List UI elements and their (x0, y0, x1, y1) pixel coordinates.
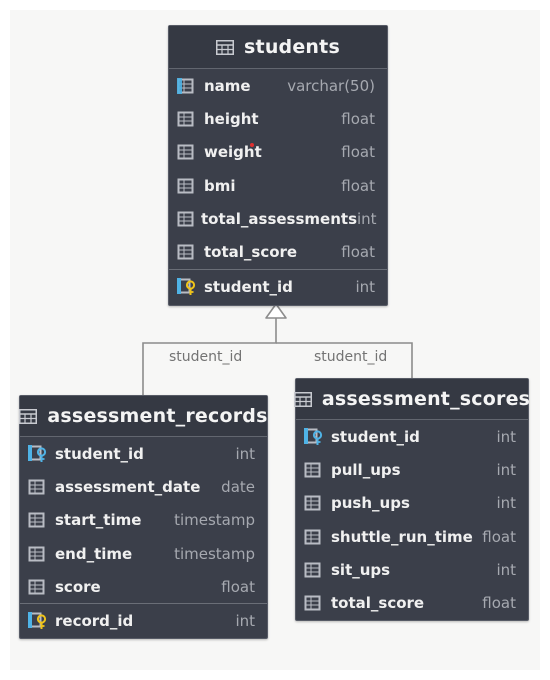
column-icon (304, 562, 324, 578)
column-type: timestamp (174, 511, 255, 530)
column-type: float (221, 577, 255, 596)
relation-line-scores-students[interactable] (276, 342, 413, 378)
relation-label-scores-students: student_id (311, 349, 391, 365)
column-row[interactable]: score float (20, 570, 267, 603)
column-icon (304, 495, 324, 511)
column-row[interactable]: student_id int (20, 437, 267, 470)
column-name: student_id (204, 277, 293, 296)
column-row[interactable]: pull_ups int (296, 453, 528, 486)
column-row[interactable]: total_score float (169, 235, 387, 268)
relation-line-records-students[interactable] (142, 318, 277, 395)
table-grid-icon (216, 39, 235, 55)
table-assessment-records[interactable]: assessment_records student_id int assess… (19, 395, 268, 639)
column-row[interactable]: bmi float (169, 169, 387, 202)
column-name: end_time (55, 544, 133, 563)
table-name: assessment_records (47, 405, 268, 427)
primary-key-row[interactable]: student_id int (169, 270, 387, 304)
column-icon (304, 529, 324, 545)
key-divider (20, 603, 267, 605)
column-type: int (496, 460, 516, 479)
column-name: push_ups (331, 494, 410, 513)
key-divider (169, 268, 387, 270)
primary-key-icon (28, 612, 48, 630)
inheritance-arrowhead-icon (265, 303, 287, 319)
table-students[interactable]: students name varchar(50) height float w… (168, 25, 388, 306)
column-type: int (357, 209, 377, 228)
column-icon (177, 178, 197, 194)
relation-label-records-students: student_id (166, 349, 246, 365)
column-name: total_score (331, 594, 425, 613)
column-name: weight (204, 143, 262, 162)
column-icon (28, 512, 48, 528)
column-type: float (341, 109, 375, 128)
column-icon (177, 244, 197, 260)
column-type: date (221, 477, 255, 496)
column-row[interactable]: name varchar(50) (169, 69, 387, 102)
table-header[interactable]: assessment_scores (293, 379, 531, 420)
foreign-key-icon (28, 444, 48, 463)
column-list: name varchar(50) height float weight flo… (169, 69, 387, 269)
column-name: bmi (204, 176, 236, 195)
column-row[interactable]: height float (169, 102, 387, 135)
table-name: students (244, 36, 340, 58)
column-name: total_score (204, 243, 298, 262)
column-type: float (341, 143, 375, 162)
column-icon (304, 595, 324, 611)
column-type: float (482, 594, 516, 613)
column-name: score (55, 577, 101, 596)
column-name: student_id (331, 427, 420, 446)
column-icon (28, 546, 48, 562)
column-type: float (341, 176, 375, 195)
column-type: int (496, 494, 516, 513)
column-row[interactable]: assessment_date date (20, 470, 267, 503)
column-type: int (235, 444, 255, 463)
column-type: int (496, 427, 516, 446)
column-icon (28, 479, 48, 495)
column-icon (177, 211, 194, 227)
table-header[interactable]: assessment_records (19, 396, 268, 437)
column-row[interactable]: end_time timestamp (20, 537, 267, 570)
column-row[interactable]: shuttle_run_time float (296, 520, 528, 553)
column-name: name (204, 76, 251, 95)
column-row[interactable]: student_id int (296, 420, 528, 453)
column-name: pull_ups (331, 460, 401, 479)
modified-marker (250, 142, 254, 147)
column-icon (177, 144, 197, 160)
table-assessment-scores[interactable]: assessment_scores student_id int pull_up… (293, 378, 531, 621)
column-row[interactable]: total_assessments int (169, 202, 387, 235)
table-header[interactable]: students (169, 26, 387, 69)
column-icon (177, 111, 197, 127)
column-row[interactable]: sit_ups int (296, 553, 528, 586)
column-type: int (496, 560, 516, 579)
column-row[interactable]: total_score float (296, 586, 528, 619)
column-row[interactable]: weight float (169, 136, 387, 169)
column-type: timestamp (174, 544, 255, 563)
column-name: student_id (55, 444, 144, 463)
column-name: assessment_date (55, 477, 201, 496)
column-type: int (235, 612, 255, 631)
column-icon (304, 462, 324, 478)
table-grid-icon (293, 391, 312, 407)
column-row[interactable]: push_ups int (296, 487, 528, 520)
table-grid-icon (19, 408, 38, 424)
column-row[interactable]: start_time timestamp (20, 504, 267, 537)
column-icon (28, 579, 48, 595)
column-type: float (341, 243, 375, 262)
table-name: assessment_scores (321, 388, 531, 410)
column-name: total_assessments (201, 209, 357, 228)
primary-key-icon (177, 277, 197, 296)
column-name: start_time (55, 511, 142, 530)
column-name: shuttle_run_time (331, 527, 473, 546)
foreign-key-icon (304, 427, 324, 446)
column-type: int (355, 277, 375, 296)
column-type: float (482, 527, 516, 546)
column-name: sit_ups (331, 560, 391, 579)
column-type: varchar(50) (287, 76, 375, 95)
column-name: height (204, 109, 259, 128)
column-icon (177, 77, 197, 94)
column-name: record_id (55, 612, 134, 631)
primary-key-row[interactable]: record_id int (20, 604, 267, 638)
